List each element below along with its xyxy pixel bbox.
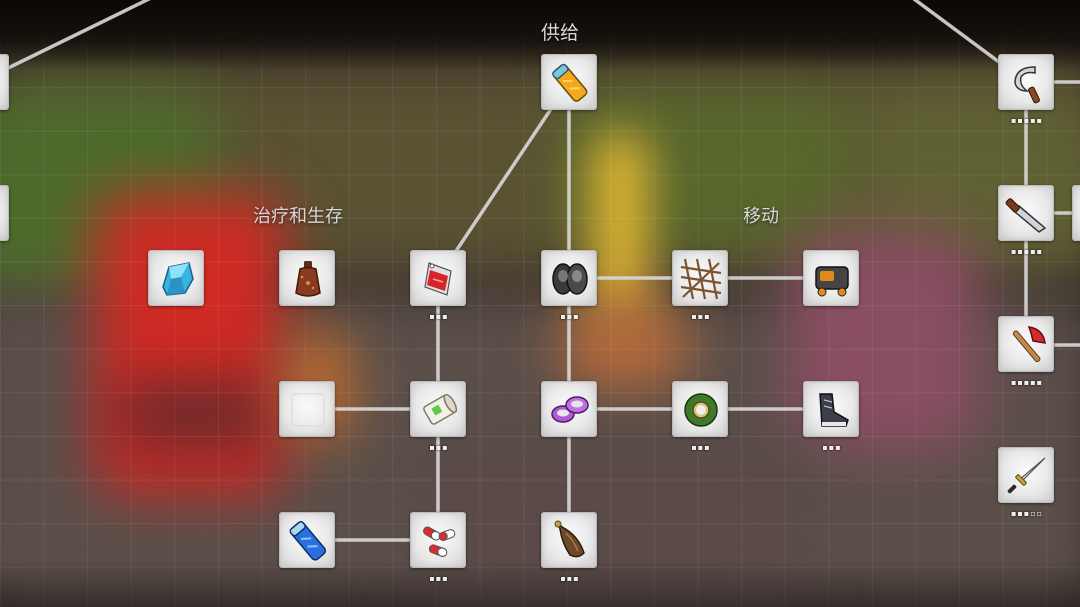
knee-pads-icon bbox=[552, 263, 588, 295]
skill-node-purple-band[interactable] bbox=[541, 381, 597, 437]
skill-level-pips: ▪▪▪ bbox=[822, 443, 842, 452]
link bbox=[436, 80, 571, 280]
skill-node-meat-tag[interactable]: ▪▪▪ bbox=[410, 250, 466, 321]
skill-level-pips: ▪▪▪ bbox=[691, 443, 711, 452]
purple-band-icon bbox=[551, 396, 589, 423]
sickle-icon bbox=[1014, 66, 1040, 104]
skill-node-rope-net[interactable]: ▪▪▪ bbox=[672, 250, 728, 321]
skill-node-empty-slot[interactable] bbox=[279, 381, 335, 437]
pills-icon bbox=[423, 526, 456, 557]
category-label-supply: 供给 bbox=[541, 22, 580, 44]
skill-node-partial-left-top[interactable] bbox=[0, 54, 9, 110]
shoe-icon bbox=[819, 393, 849, 427]
bottom-shade bbox=[0, 560, 1080, 607]
skill-level-pips: ▪▪▪▪▪ bbox=[1010, 247, 1044, 256]
skill-node-sword[interactable]: ▪▪▪▫▫ bbox=[998, 447, 1054, 518]
supply-tube-icon bbox=[552, 63, 588, 102]
ice-tube-icon bbox=[289, 521, 327, 561]
skill-node-partial-right[interactable] bbox=[1072, 185, 1080, 241]
skill-node-ice-tube[interactable] bbox=[279, 512, 335, 568]
rope-net-icon bbox=[680, 258, 722, 300]
skill-node-tape-roll[interactable]: ▪▪▪ bbox=[672, 381, 728, 452]
skill-level-pips: ▪▪▪ bbox=[560, 312, 580, 321]
axe-icon bbox=[1012, 326, 1046, 363]
skill-node-partial-left-middle[interactable] bbox=[0, 185, 9, 241]
skill-node-knee-pads[interactable]: ▪▪▪ bbox=[541, 250, 597, 321]
link bbox=[0, 0, 151, 74]
empty-slot-icon bbox=[291, 393, 325, 427]
skill-node-fur-tail[interactable]: ▪▪▪ bbox=[541, 512, 597, 583]
skill-node-shoe[interactable]: ▪▪▪ bbox=[803, 381, 859, 452]
tape-roll-icon bbox=[684, 393, 718, 427]
meat-tag-icon bbox=[424, 262, 452, 296]
skill-node-roller-skate[interactable] bbox=[803, 250, 859, 306]
skill-node-crystal[interactable] bbox=[148, 250, 204, 306]
skill-node-pills[interactable]: ▪▪▪ bbox=[410, 512, 466, 583]
top-shade bbox=[0, 0, 1080, 70]
skill-level-pips: ▪▪▪ bbox=[429, 574, 449, 583]
skill-node-bandage-roll[interactable]: ▪▪▪ bbox=[410, 381, 466, 452]
category-label-movement: 移动 bbox=[743, 206, 779, 227]
skill-level-pips: ▪▪▪ bbox=[691, 312, 711, 321]
machete-icon bbox=[1005, 198, 1047, 233]
skill-node-supply-tube[interactable] bbox=[541, 54, 597, 110]
skill-level-pips: ▪▪▪▪▪ bbox=[1010, 116, 1044, 125]
skill-node-hot-water-bottle[interactable] bbox=[279, 250, 335, 306]
hot-water-bottle-icon bbox=[295, 261, 321, 297]
skill-node-sickle[interactable]: ▪▪▪▪▪ bbox=[998, 54, 1054, 125]
sword-icon bbox=[1007, 457, 1046, 494]
skill-level-pips: ▪▪▪ bbox=[429, 443, 449, 452]
skill-level-pips: ▪▪▪ bbox=[429, 312, 449, 321]
category-label-medical: 治疗和生存 bbox=[253, 206, 343, 227]
blue-crystal-icon bbox=[162, 262, 194, 296]
skill-node-machete[interactable]: ▪▪▪▪▪ bbox=[998, 185, 1054, 256]
bandage-roll-icon bbox=[423, 393, 458, 425]
roller-skate-icon bbox=[815, 266, 849, 297]
skill-level-pips: ▪▪▪▫▫ bbox=[1010, 509, 1044, 518]
fur-tail-icon bbox=[554, 520, 585, 558]
skill-level-pips: ▪▪▪ bbox=[560, 574, 580, 583]
skill-level-pips: ▪▪▪▪▪ bbox=[1010, 378, 1044, 387]
skill-node-axe[interactable]: ▪▪▪▪▪ bbox=[998, 316, 1054, 387]
